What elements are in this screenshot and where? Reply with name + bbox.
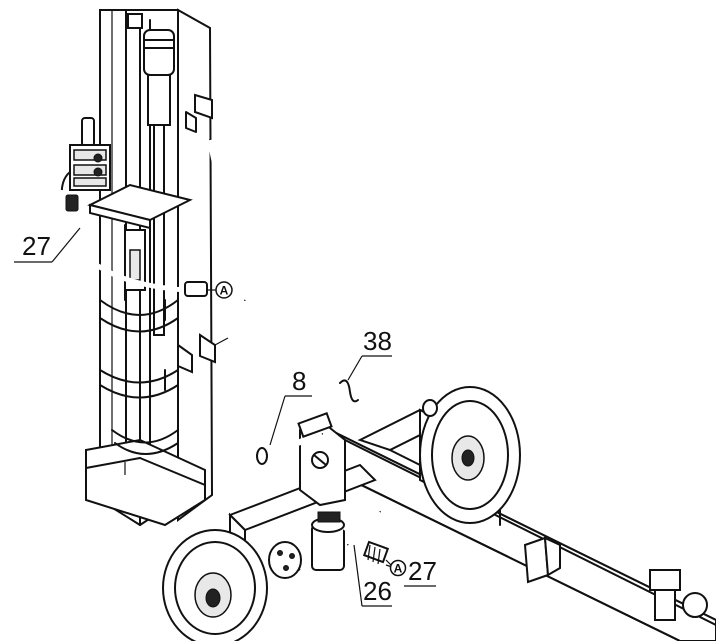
fitting-part-26 xyxy=(362,540,390,565)
callout-27-top: 27 xyxy=(14,227,81,263)
callout-label: 27 xyxy=(408,556,437,586)
callout-8: 8 xyxy=(269,366,312,446)
front-wheel xyxy=(162,529,302,641)
clip-part-38 xyxy=(339,379,359,403)
column-brackets xyxy=(99,93,229,455)
callout-label: 8 xyxy=(292,366,306,396)
marker-a-bottom: A xyxy=(385,559,407,577)
pin-part-8 xyxy=(256,412,333,465)
marker-a-top: A xyxy=(207,281,233,299)
rear-wheel xyxy=(419,386,521,524)
callout-26: 26 xyxy=(353,544,392,607)
marker-label: A xyxy=(220,284,229,298)
callout-27-bottom: 27 xyxy=(385,556,437,587)
marker-label: A xyxy=(394,562,403,576)
control-valve xyxy=(60,117,111,201)
callout-38: 38 xyxy=(347,326,392,381)
hydraulic-filter xyxy=(299,511,382,582)
upper-hose xyxy=(58,139,254,302)
callout-label: 27 xyxy=(22,231,51,261)
hydraulic-cylinder xyxy=(127,13,175,336)
callout-label: 26 xyxy=(363,576,392,606)
callout-label: 38 xyxy=(363,326,392,356)
